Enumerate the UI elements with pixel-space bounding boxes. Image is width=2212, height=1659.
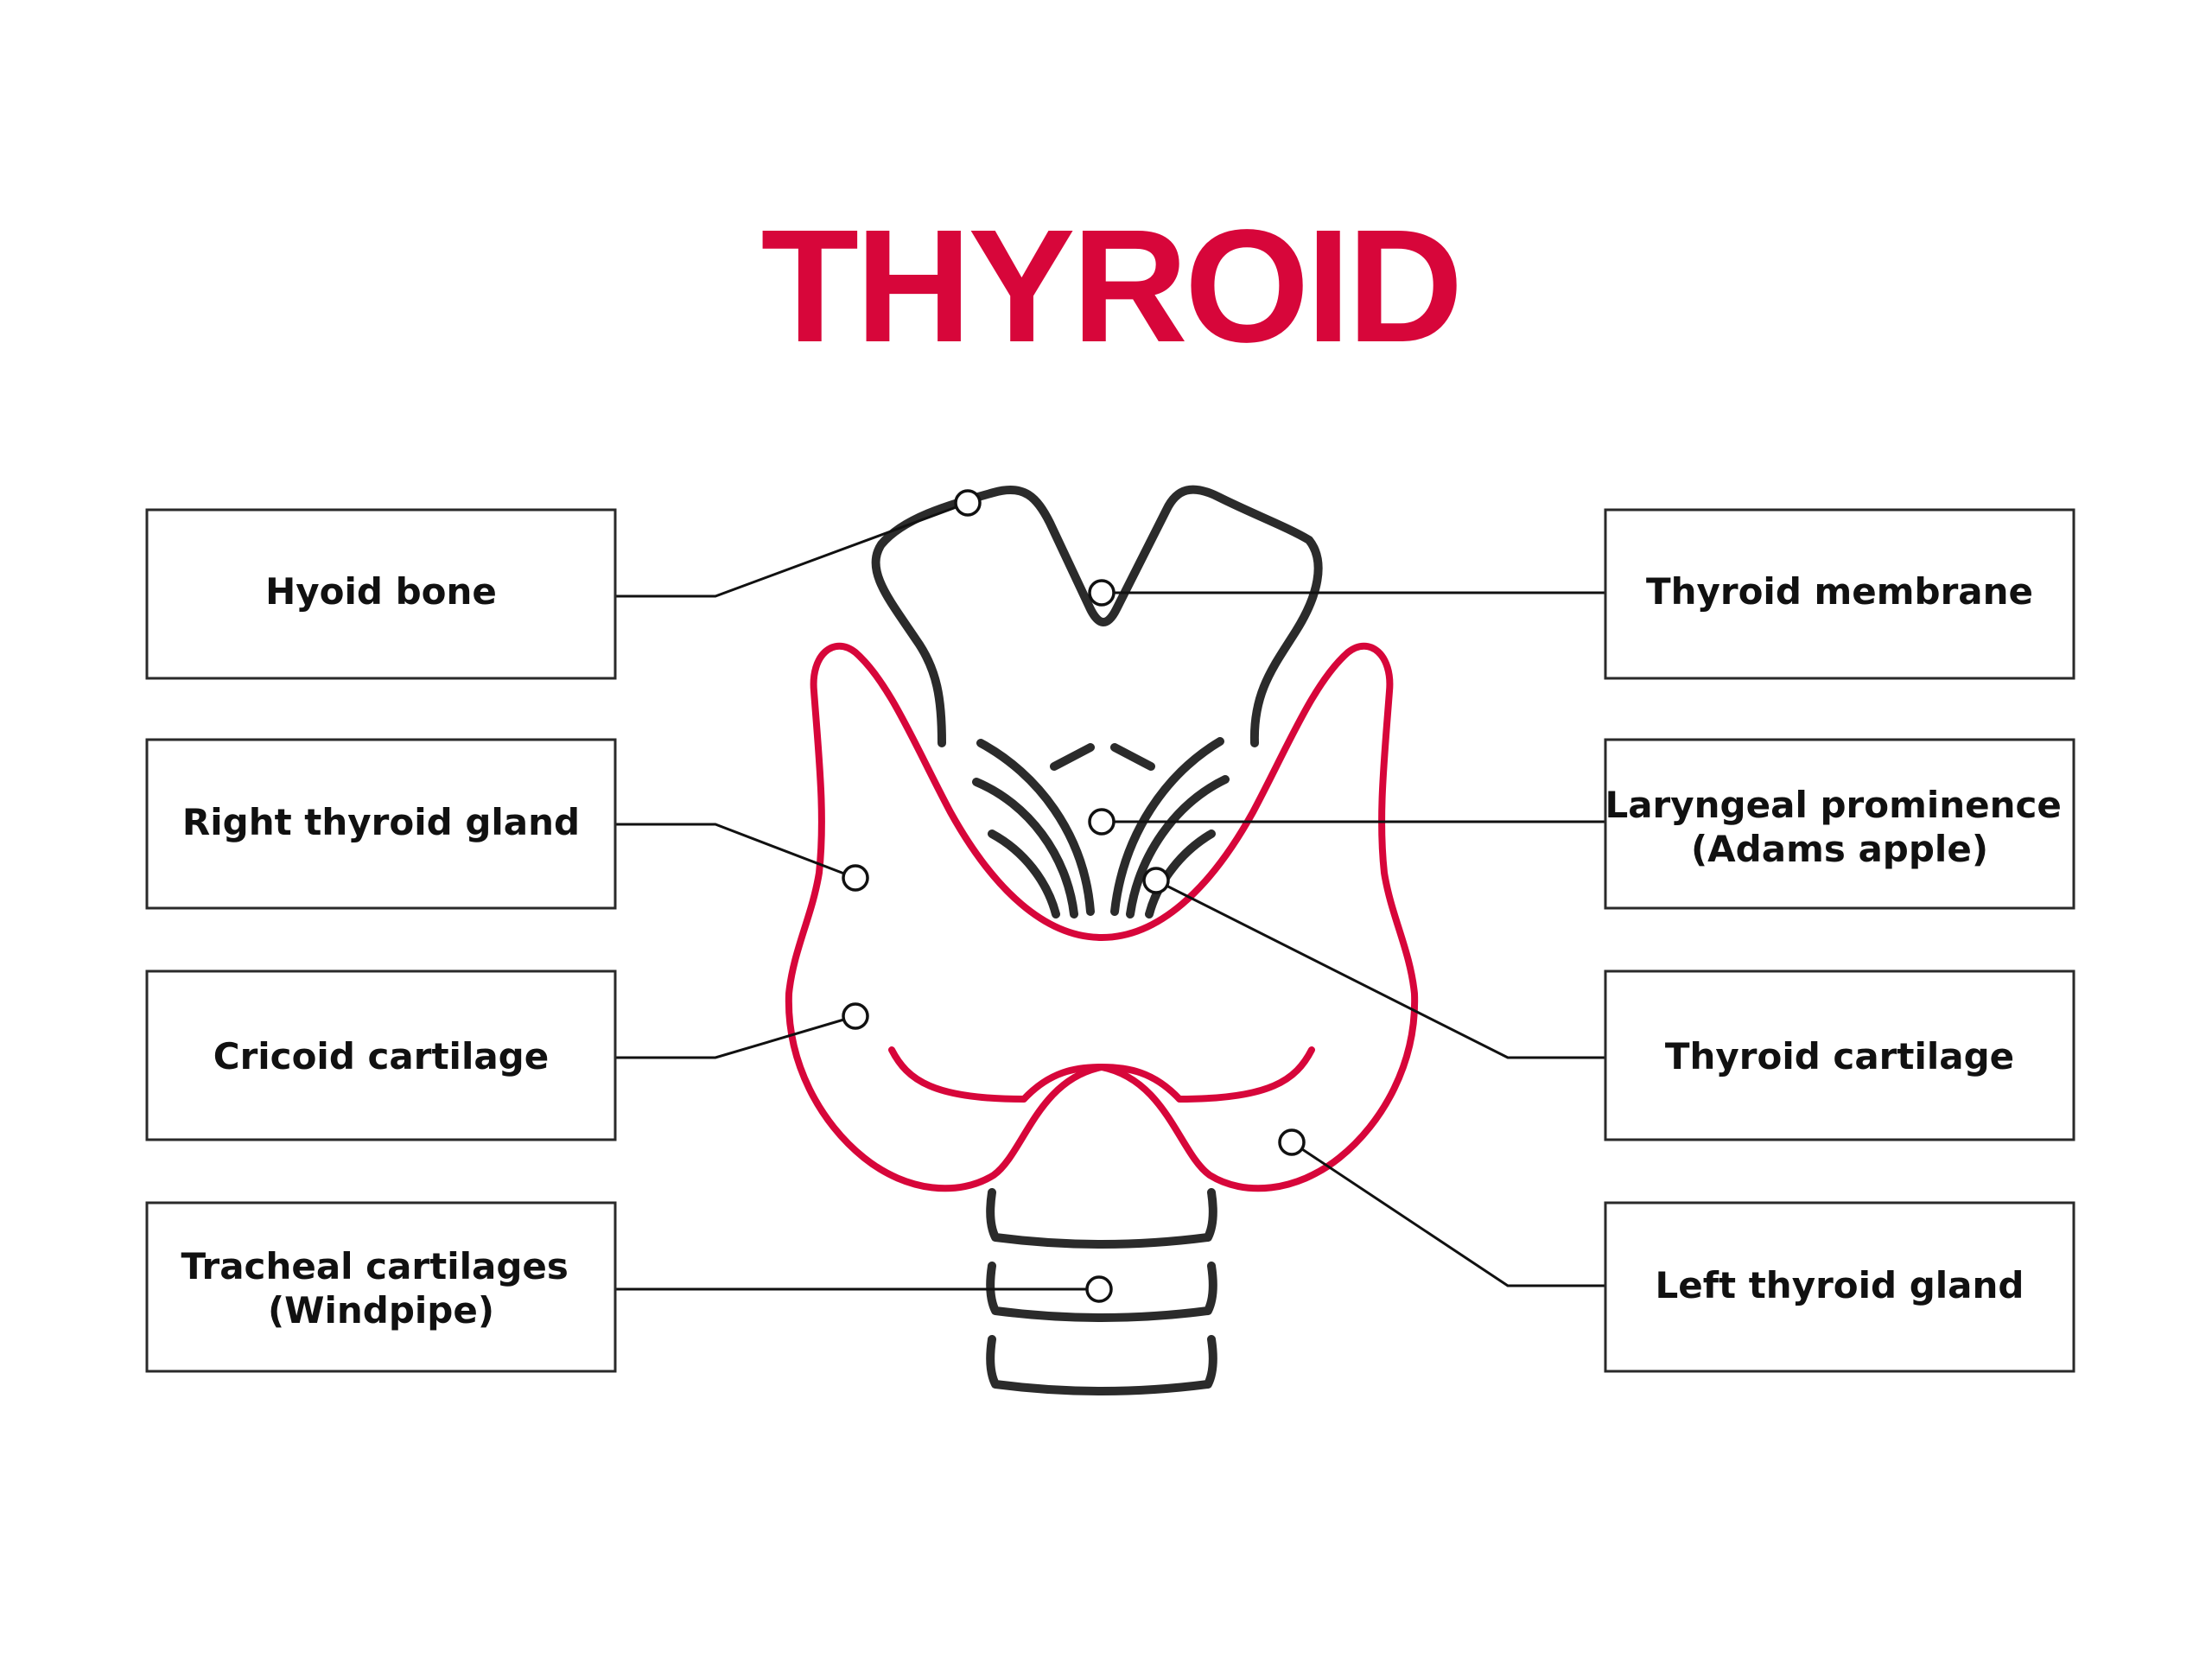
- markers: [842, 489, 1306, 1303]
- label-thyroid-cartilage: Thyroid cartilage: [1665, 1035, 2014, 1077]
- label-box-right-thyroid-gland: Right thyroid gland: [145, 738, 617, 910]
- tracheal-ring: [986, 1335, 1217, 1395]
- label-box-cricoid-cartilage: Cricoid cartilage: [145, 969, 617, 1141]
- svg-text:Left thyroid gland: Left thyroid gland: [1656, 1264, 2024, 1306]
- label-thyroid-membrane: Thyroid membrane: [1646, 570, 2033, 613]
- laryngeal-curve: [988, 830, 1060, 918]
- label-tracheal-cartilages: Tracheal cartilages: [181, 1245, 568, 1287]
- laryngeal-curve: [1110, 737, 1224, 916]
- label-box-thyroid-cartilage: Thyroid cartilage: [1604, 969, 2075, 1141]
- tracheal-ring: [986, 1188, 1217, 1249]
- leader-right-thyroid-gland: [615, 823, 856, 880]
- marker-left-thyroid-gland: [1278, 1128, 1306, 1156]
- label-box-left-thyroid-gland: Left thyroid gland: [1604, 1201, 2075, 1373]
- svg-text:Right thyroid gland: Right thyroid gland: [182, 801, 580, 843]
- hyoid-bone-shape: [871, 485, 1323, 747]
- leader-lines: [615, 501, 1605, 1291]
- label-right-thyroid-gland: Right thyroid gland: [182, 801, 580, 843]
- laryngeal-curve: [1126, 775, 1230, 918]
- tracheal-rings: [986, 1188, 1217, 1395]
- leader-hyoid-bone: [615, 501, 969, 598]
- thyroid-illustration: [785, 485, 1419, 1395]
- label-box-tracheal-cartilages: Tracheal cartilages (Windpipe): [145, 1201, 617, 1373]
- leader-thyroid-cartilage: [1155, 879, 1605, 1059]
- marker-cricoid-cartilage: [842, 1002, 869, 1030]
- label-box-thyroid-membrane: Thyroid membrane: [1604, 508, 2075, 680]
- svg-text:Tracheal cartilages (Win: Tracheal cartilages (Windpipe): [181, 1245, 581, 1332]
- thyroid-gland-outline: [785, 642, 1419, 1192]
- label-left-thyroid-gland: Left thyroid gland: [1656, 1264, 2024, 1306]
- laryngeal-curve: [972, 778, 1078, 918]
- laryngeal-curve: [1110, 743, 1155, 771]
- svg-text:Thyroid membrane: Thyroid membrane: [1646, 570, 2033, 613]
- leader-cricoid-cartilage: [615, 1014, 856, 1059]
- label-box-hyoid-bone: Hyoid bone: [145, 508, 617, 680]
- marker-tracheal-cartilages: [1085, 1275, 1113, 1303]
- marker-right-thyroid-gland: [842, 864, 869, 892]
- laryngeal-curve: [1145, 830, 1216, 918]
- cricoid-cartilage-shape: [888, 1046, 1315, 1103]
- label-box-laryngeal-prominence: Laryngeal prominence (Adams apple): [1604, 738, 2075, 910]
- label-tracheal-cartilages-sub: (Windpipe): [268, 1289, 494, 1332]
- label-laryngeal-prominence-sub: (Adams apple): [1691, 828, 1988, 870]
- page-title: THYROID: [761, 197, 1460, 376]
- svg-text:Thyroid cartilage: Thyroid cartilage: [1665, 1035, 2014, 1077]
- label-cricoid-cartilage: Cricoid cartilage: [213, 1035, 549, 1077]
- label-laryngeal-prominence: Laryngeal prominence: [1605, 784, 2061, 826]
- svg-text:Cricoid cartilage: Cricoid cartilage: [213, 1035, 549, 1077]
- laryngeal-curve: [1050, 743, 1095, 771]
- svg-text:Hyoid bone: Hyoid bone: [265, 570, 497, 613]
- label-hyoid-bone: Hyoid bone: [265, 570, 497, 613]
- marker-laryngeal-prominence: [1088, 808, 1116, 836]
- svg-text:Laryngeal prominence (Ad: Laryngeal prominence (Adams apple): [1605, 784, 2074, 870]
- leader-left-thyroid-gland: [1291, 1141, 1605, 1287]
- marker-thyroid-membrane: [1088, 579, 1116, 607]
- marker-thyroid-cartilage: [1142, 867, 1170, 894]
- laryngeal-curve: [976, 739, 1095, 916]
- marker-hyoid-bone: [954, 489, 982, 517]
- tracheal-ring: [986, 1262, 1217, 1322]
